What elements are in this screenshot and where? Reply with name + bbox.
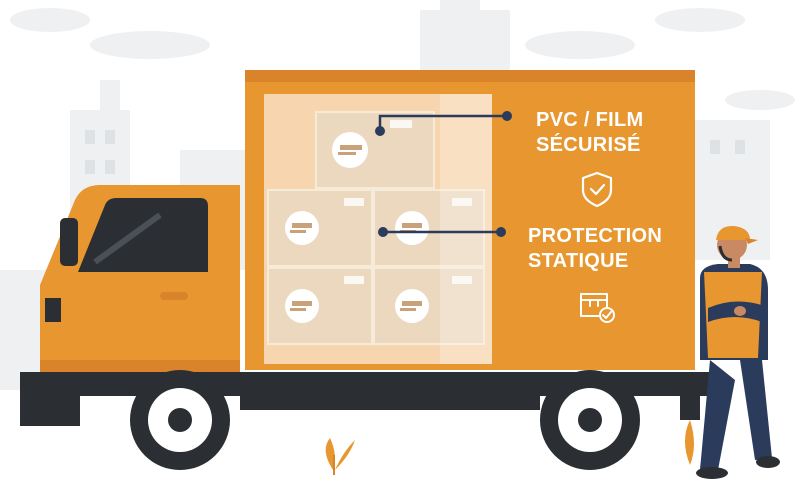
truck-cab — [40, 185, 240, 375]
callout-dot — [378, 227, 388, 237]
callout-pvc-line1: PVC / FILM — [536, 109, 644, 131]
callout-dot — [375, 126, 385, 136]
wheel-rear — [540, 370, 640, 470]
shield-check-icon — [581, 171, 613, 208]
wheel-front — [130, 370, 230, 470]
callout-lines — [378, 114, 506, 234]
building-windows — [85, 130, 745, 174]
delivery-person — [696, 225, 780, 479]
callout-protection-line2: STATIQUE — [528, 250, 629, 272]
packages — [267, 111, 485, 345]
ground — [0, 455, 800, 487]
callout-dot — [502, 111, 512, 121]
callout-pvc-line2: SÉCURISÉ — [536, 134, 641, 156]
callout-dot — [496, 227, 506, 237]
box-check-icon — [580, 293, 615, 323]
callout-protection-line1: PROTECTION — [528, 225, 663, 247]
